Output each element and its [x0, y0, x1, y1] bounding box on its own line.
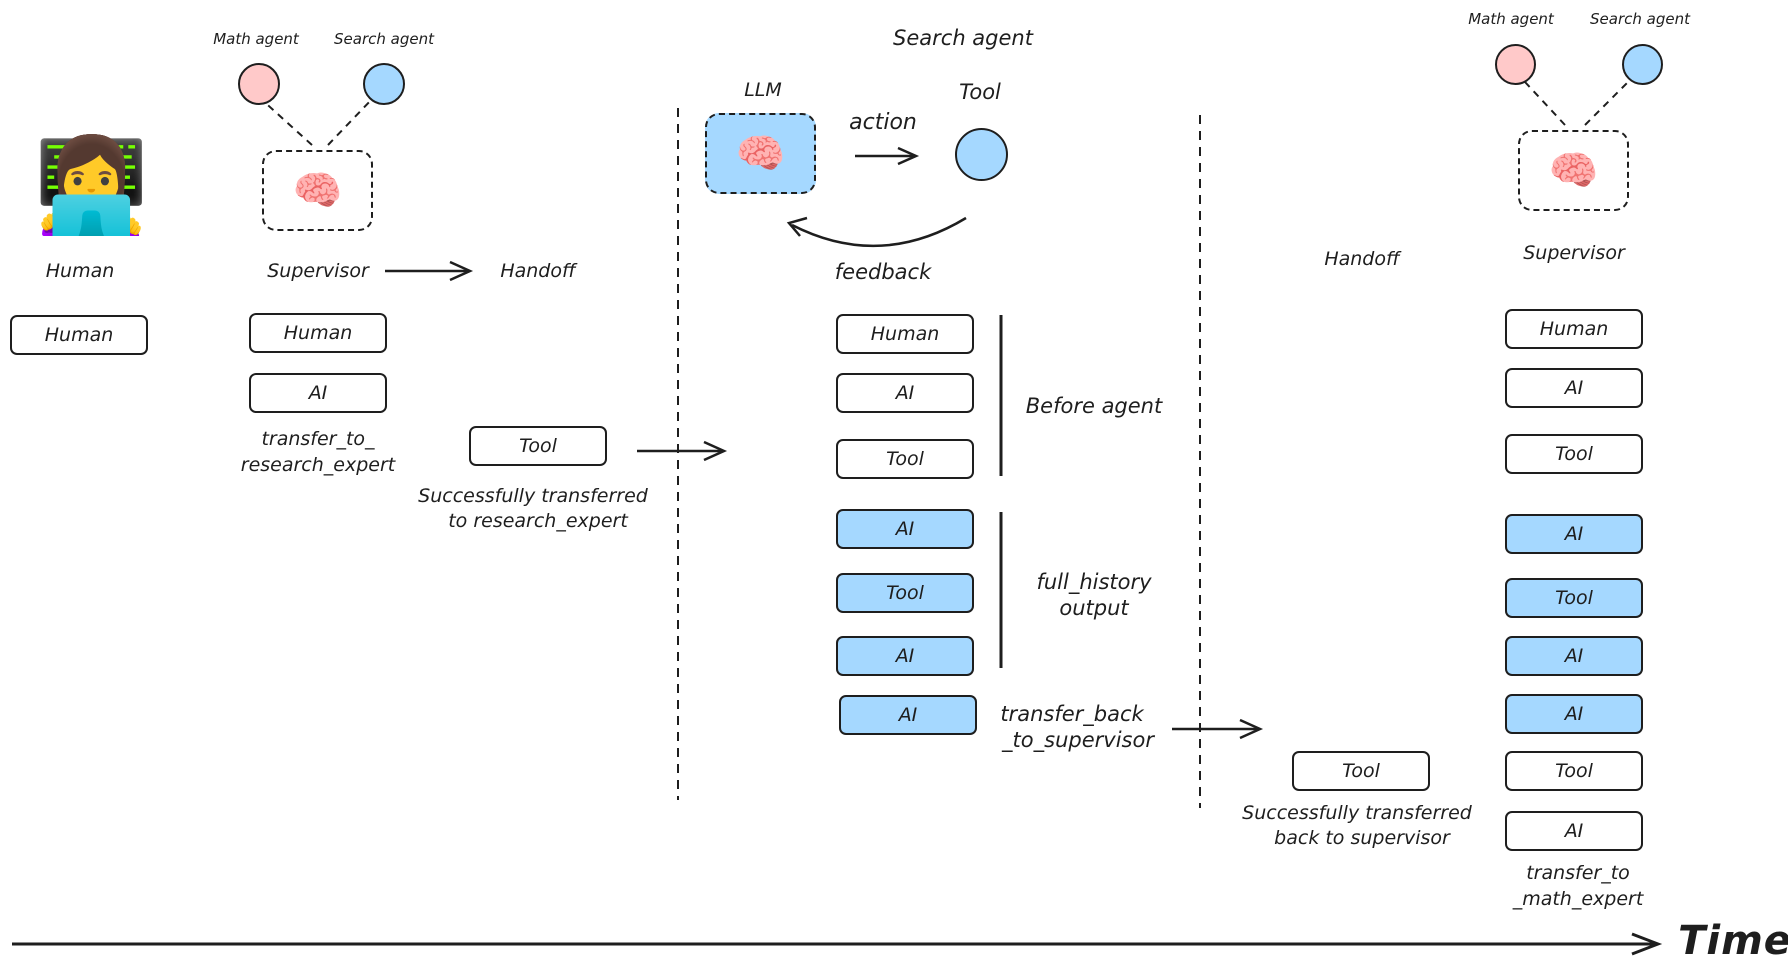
tool-node	[955, 128, 1008, 181]
human-label: Human	[45, 260, 115, 282]
feedback-label: feedback	[834, 260, 932, 284]
search-tool-box: Tool	[836, 439, 974, 479]
human-message-box: Human	[10, 315, 148, 355]
brain-icon: 🧠	[1548, 147, 1599, 194]
transfer-back-text-1: transfer_back	[1000, 702, 1144, 726]
supervisor-human-box: Human	[249, 313, 387, 353]
time-axis-label: Time	[1678, 918, 1788, 964]
end-ai-box: AI	[1505, 368, 1643, 408]
handoff-result-text-1b: to research_expert	[448, 510, 628, 532]
transfer-to-research-text-1: transfer_to_	[261, 428, 375, 450]
transfer-to-math-text-2: _math_expert	[1512, 888, 1644, 910]
person-with-laptop-icon: 👩‍💻	[34, 132, 149, 239]
transfer-to-research-text-2: research_expert	[240, 454, 396, 476]
llm-node: 🧠	[705, 113, 816, 194]
tool-label: Tool	[959, 80, 1001, 104]
handoff-label-1: Handoff	[500, 260, 576, 282]
transfer-back-text-2: _to_supervisor	[1002, 728, 1154, 752]
end-blue-ai-box-3: AI	[1505, 694, 1643, 734]
search-human-box: Human	[836, 314, 974, 354]
end-blue-ai-box-1: AI	[1505, 514, 1643, 554]
output-label: output	[1059, 596, 1129, 620]
search-agent-node	[363, 63, 405, 105]
supervisor-node: 🧠	[262, 150, 373, 231]
full-history-label: full_history	[1036, 570, 1152, 594]
search-ai-box: AI	[836, 373, 974, 413]
handoff-label-2: Handoff	[1324, 248, 1400, 270]
end-blue-tool-box: Tool	[1505, 578, 1643, 618]
handoff-result-text-2a: Successfully transferred	[1242, 802, 1472, 824]
end-tool-box-2: Tool	[1505, 751, 1643, 791]
handoff-tool-box-1: Tool	[469, 426, 607, 466]
handoff-result-text-2b: back to supervisor	[1274, 827, 1450, 849]
history-tool-box: Tool	[836, 573, 974, 613]
llm-label: LLM	[744, 79, 782, 101]
math-agent-node	[238, 63, 280, 105]
math-agent-label: Math agent	[213, 30, 299, 48]
end-human-box: Human	[1505, 309, 1643, 349]
handoff-result-text-1a: Successfully transferred	[418, 485, 648, 507]
handoff-tool-box-2: Tool	[1292, 751, 1430, 791]
supervisor-label: Supervisor	[267, 260, 369, 282]
supervisor-label-end: Supervisor	[1523, 242, 1625, 264]
search-agent-label-end: Search agent	[1590, 10, 1690, 28]
history-ai-box-2: AI	[836, 636, 974, 676]
brain-icon: 🧠	[735, 130, 786, 177]
history-ai-box-1: AI	[836, 509, 974, 549]
search-agent-node-end	[1622, 44, 1663, 85]
math-agent-node-end	[1495, 44, 1536, 85]
transfer-to-math-text-1: transfer_to	[1526, 862, 1630, 884]
search-agent-label: Search agent	[334, 30, 434, 48]
action-label: action	[849, 110, 917, 135]
math-agent-label-end: Math agent	[1468, 10, 1554, 28]
supervisor-node-end: 🧠	[1518, 130, 1629, 211]
supervisor-ai-box: AI	[249, 373, 387, 413]
end-blue-ai-box-2: AI	[1505, 636, 1643, 676]
brain-icon: 🧠	[292, 167, 343, 214]
before-agent-label: Before agent	[1025, 394, 1163, 418]
search-agent-title: Search agent	[893, 26, 1033, 50]
end-ai-box-2: AI	[1505, 811, 1643, 851]
final-ai-box: AI	[839, 695, 977, 735]
end-tool-box: Tool	[1505, 434, 1643, 474]
